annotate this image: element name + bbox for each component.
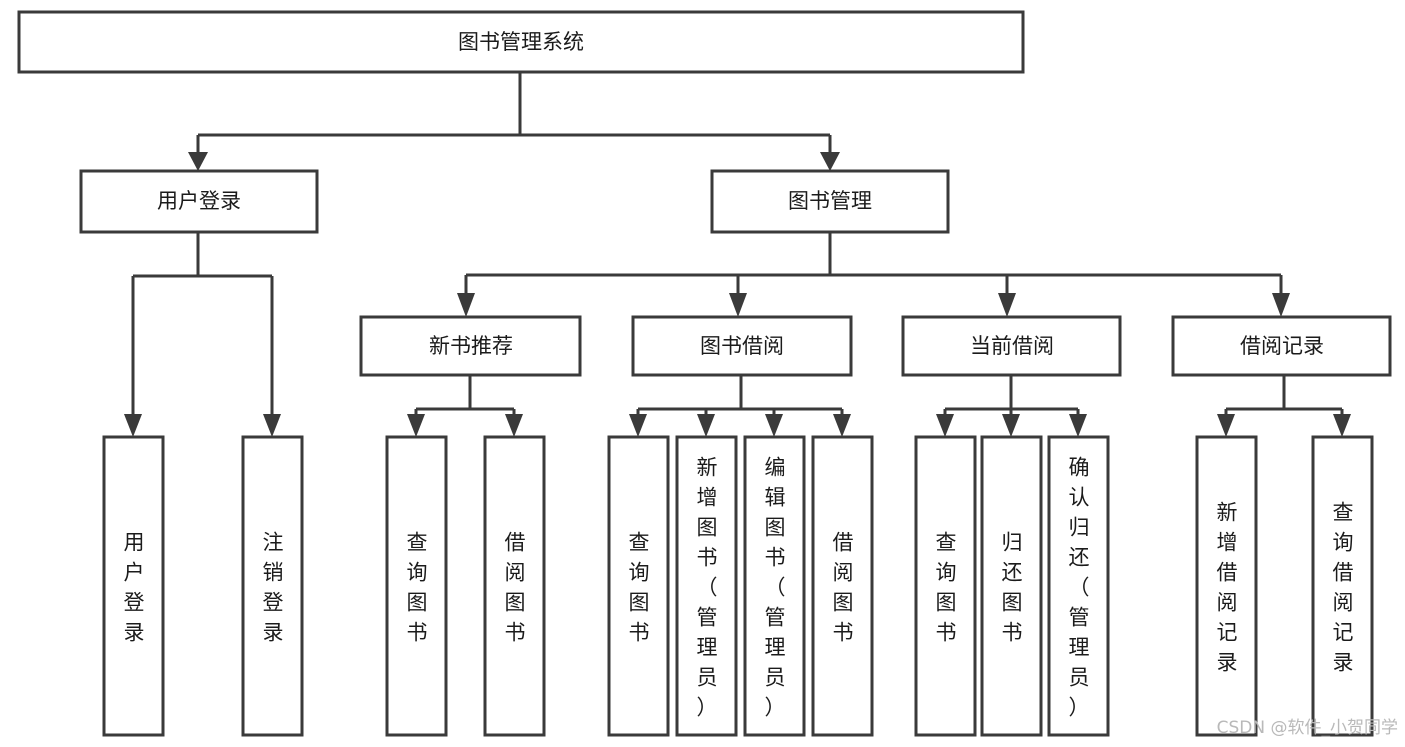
leaf-node[interactable]: 新增借阅记录: [1195, 435, 1258, 737]
leaf-box-add-borrow-record[interactable]: [1195, 435, 1258, 737]
csdn-watermark: CSDN @软件_小贺同学: [1217, 718, 1398, 738]
borrow-record-label: 借阅记录: [1240, 334, 1324, 358]
leaf-node[interactable]: 用户登录: [102, 435, 165, 737]
arrowhead-book-mgmt: [820, 152, 840, 171]
leaf-label-query-book-newbook: 查询图书: [407, 530, 428, 644]
leaf-label-add-book-admin: 新增图书（管理员）: [697, 455, 718, 719]
arrowhead-leaf-1: [263, 414, 281, 437]
arrowhead-leaf-0: [124, 414, 142, 437]
current-borrow-label: 当前借阅: [970, 334, 1054, 358]
leaf-label-confirm-return-admin: 确认归还（管理员）: [1069, 455, 1090, 719]
leaf-node[interactable]: 借阅图书: [483, 435, 546, 737]
connector-layer: [124, 72, 1351, 437]
user-login-label: 用户登录: [157, 189, 241, 213]
leaf-label-edit-book-admin: 编辑图书（管理员）: [765, 455, 786, 719]
user-login-box[interactable]: [79, 169, 319, 234]
leaf-node[interactable]: 借阅图书: [811, 435, 874, 737]
leaf-box-query-book-current[interactable]: [914, 435, 977, 737]
node-book-management[interactable]: 图书管理: [710, 169, 950, 234]
leaf-box-query-book-newbook[interactable]: [385, 435, 448, 737]
node-root[interactable]: 图书管理系统: [17, 10, 1025, 74]
arrowhead-l2-3: [1272, 293, 1290, 317]
leaf-box-query-borrow-record[interactable]: [1311, 435, 1374, 737]
node-borrow-record[interactable]: 借阅记录: [1171, 315, 1392, 377]
arrowhead-leaf-10: [1069, 414, 1087, 437]
leaf-box-borrow-book-newbook[interactable]: [483, 435, 546, 737]
arrowhead-l2-0: [457, 293, 475, 317]
arrowhead-leaf-11: [1217, 414, 1235, 437]
leaf-label-borrow-book-borrow: 借阅图书: [833, 530, 854, 644]
leaf-box-borrow-book-borrow[interactable]: [811, 435, 874, 737]
leaf-node[interactable]: 查询图书: [914, 435, 977, 737]
leaf-node[interactable]: 确认归还（管理员）: [1047, 435, 1110, 737]
arrowhead-leaf-6: [765, 414, 783, 437]
book-borrow-box[interactable]: [631, 315, 853, 377]
node-current-borrow[interactable]: 当前借阅: [901, 315, 1122, 377]
node-new-book-recommend[interactable]: 新书推荐: [359, 315, 582, 377]
arrowhead-leaf-2: [407, 414, 425, 437]
borrow-record-box[interactable]: [1171, 315, 1392, 377]
current-borrow-box[interactable]: [901, 315, 1122, 377]
node-book-borrow[interactable]: 图书借阅: [631, 315, 853, 377]
leaf-label-user-login: 用户登录: [124, 530, 145, 644]
leaf-box-return-book[interactable]: [980, 435, 1043, 737]
leaf-label-query-borrow-record: 查询借阅记录: [1333, 500, 1354, 674]
leaf-label-borrow-book-newbook: 借阅图书: [505, 530, 526, 644]
leaf-box-confirm-return-admin[interactable]: [1047, 435, 1110, 737]
arrowhead-leaf-7: [833, 414, 851, 437]
arrowhead-l2-2: [998, 293, 1016, 317]
new-book-recommend-box[interactable]: [359, 315, 582, 377]
leaf-label-query-book-borrow: 查询图书: [629, 530, 650, 644]
root-label: 图书管理系统: [458, 30, 584, 54]
leaf-box-user-login[interactable]: [102, 435, 165, 737]
leaf-node[interactable]: 归还图书: [980, 435, 1043, 737]
arrowhead-leaf-9: [1002, 414, 1020, 437]
leaf-box-query-book-borrow[interactable]: [607, 435, 670, 737]
arrowhead-leaf-4: [629, 414, 647, 437]
leaf-label-query-book-current: 查询图书: [936, 530, 957, 644]
leaf-label-return-book: 归还图书: [1002, 530, 1023, 644]
arrowhead-leaf-3: [505, 414, 523, 437]
leaf-node[interactable]: 查询图书: [385, 435, 448, 737]
root-box[interactable]: [17, 10, 1025, 74]
leaf-box-add-book-admin[interactable]: [675, 435, 738, 737]
arrowhead-l2-1: [729, 293, 747, 317]
book-management-label: 图书管理: [788, 189, 872, 213]
arrowhead-leaf-12: [1333, 414, 1351, 437]
leaf-box-edit-book-admin[interactable]: [743, 435, 806, 737]
arrowhead-user-login: [188, 152, 208, 171]
leaf-node[interactable]: 编辑图书（管理员）: [743, 435, 806, 737]
leaf-node[interactable]: 新增图书（管理员）: [675, 435, 738, 737]
leaf-node[interactable]: 查询借阅记录: [1311, 435, 1374, 737]
new-book-recommend-label: 新书推荐: [429, 334, 513, 358]
arrowhead-leaf-8: [936, 414, 954, 437]
leaf-node[interactable]: 注销登录: [241, 435, 304, 737]
arrowhead-leaf-5: [697, 414, 715, 437]
leaf-node[interactable]: 查询图书: [607, 435, 670, 737]
leaf-label-logout: 注销登录: [263, 530, 284, 644]
node-user-login[interactable]: 用户登录: [79, 169, 319, 234]
book-management-box[interactable]: [710, 169, 950, 234]
book-borrow-label: 图书借阅: [700, 334, 784, 358]
leaf-box-logout[interactable]: [241, 435, 304, 737]
leaf-label-add-borrow-record: 新增借阅记录: [1217, 500, 1238, 674]
